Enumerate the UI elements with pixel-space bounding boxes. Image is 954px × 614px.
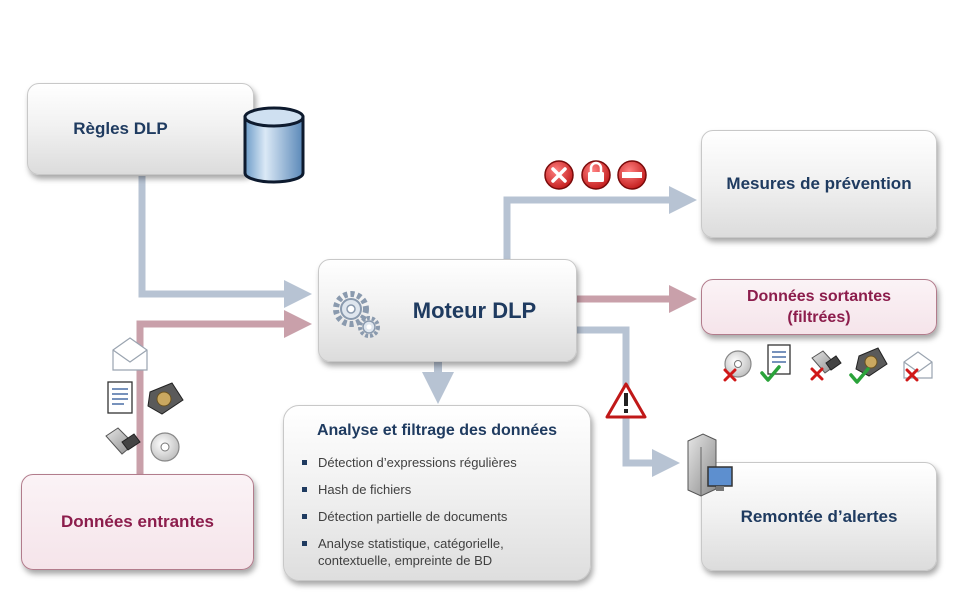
analysis-item-statistical-line2: contextuelle, empreinte de BD — [318, 553, 493, 568]
warning-icon — [605, 382, 647, 419]
cross-mark-icon — [723, 368, 737, 382]
alerts-label: Remontée d’alertes — [740, 506, 898, 526]
engine-label: Moteur DLP — [412, 297, 537, 323]
prevention-box: Mesures de prévention — [701, 130, 937, 238]
usb-icon — [105, 427, 141, 455]
database-icon — [243, 106, 305, 184]
outgoing-label-line2: (filtrées) — [787, 309, 851, 326]
cd-icon — [150, 432, 180, 462]
envelope-icon — [903, 351, 933, 379]
analysis-list: Détection d’expressions régulières Hash … — [300, 454, 580, 569]
analysis-title: Analyse et filtrage des données — [316, 422, 558, 439]
incoming-label: Données entrantes — [60, 512, 215, 531]
analysis-box: Analyse et filtrage des données Détectio… — [283, 405, 591, 581]
cross-mark-icon — [810, 367, 824, 381]
rules-to-engine-arrow — [138, 176, 312, 308]
analysis-item-hash: Hash de fichiers — [300, 481, 580, 498]
harddisk-icon — [147, 382, 184, 415]
analysis-item-partial: Détection partielle de documents — [300, 508, 580, 525]
check-mark-icon — [849, 367, 870, 384]
alerts-box: Remontée d’alertes — [701, 462, 937, 571]
engine-to-prevention-arrow — [503, 186, 697, 259]
lock-icon — [581, 160, 611, 190]
cd-icon — [724, 350, 752, 378]
deny-icon — [544, 160, 574, 190]
analysis-item-statistical-line1: Analyse statistique, catégorielle, — [318, 536, 504, 551]
server-icon — [687, 433, 733, 497]
block-icon — [617, 160, 647, 190]
envelope-icon — [112, 337, 148, 371]
rules-label: Règles DLP — [73, 119, 168, 138]
cross-mark-icon — [905, 368, 919, 382]
analysis-item-regex: Détection d’expressions régulières — [300, 454, 580, 471]
document-icon — [767, 344, 791, 375]
analysis-item-statistical: Analyse statistique, catégorielle, conte… — [300, 535, 580, 569]
incoming-to-engine-arrow — [136, 310, 312, 474]
incoming-box: Données entrantes — [21, 474, 254, 570]
harddisk-icon — [855, 347, 888, 377]
outgoing-box: Données sortantes (filtrées) — [701, 279, 937, 335]
usb-icon — [811, 350, 842, 374]
rules-box: Règles DLP — [27, 83, 254, 175]
check-mark-icon — [760, 365, 781, 382]
outgoing-label-line1: Données sortantes — [746, 288, 892, 305]
gears-icon — [333, 291, 380, 338]
document-icon — [107, 381, 133, 414]
prevention-label: Mesures de prévention — [726, 174, 912, 193]
